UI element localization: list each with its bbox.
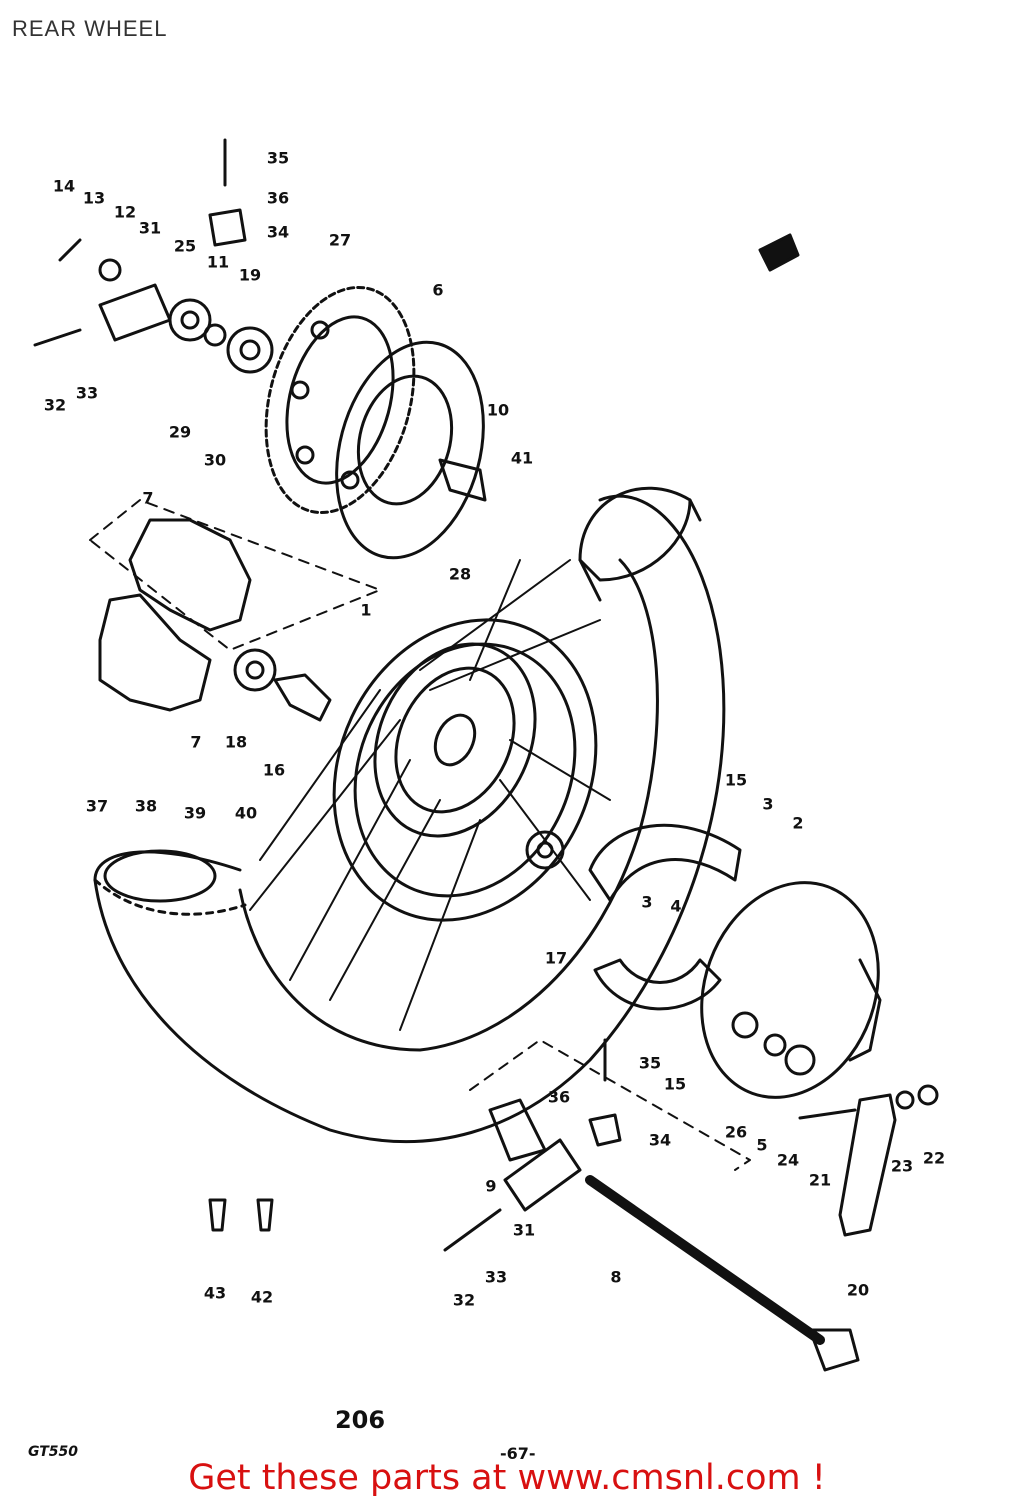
part-number-label: 32 [43,395,67,415]
part-number-label: 9 [485,1176,497,1196]
part-number-label: 21 [808,1170,832,1190]
part-number-label: 33 [75,383,99,403]
part-number-label: 35 [638,1053,662,1073]
brake-panel [700,881,882,1099]
part-number-label: 15 [663,1074,687,1094]
part-number-label: 7 [142,488,154,508]
model-code: GT550 [28,1444,79,1460]
part-number-label: 34 [648,1130,672,1150]
part-number-label: 42 [250,1287,274,1307]
part-number-label: 13 [82,188,106,208]
cta-link[interactable]: Get these parts at www.cmsnl.com ! [188,1458,826,1498]
part-number-label: 39 [183,803,207,823]
part-number-label: 23 [890,1156,914,1176]
part-number-label: 41 [510,448,534,468]
part-number-label: 26 [724,1122,748,1142]
part-number-label: 1 [360,600,372,620]
part-number-label: 34 [266,222,290,242]
part-number-label: 17 [544,948,568,968]
part-number-label: 43 [203,1283,227,1303]
part-number-label: 10 [486,400,510,420]
page-number: -67- [500,1444,536,1463]
axle [585,1175,860,1372]
top-bolts [33,138,247,347]
part-number-label: 22 [922,1148,946,1168]
part-number-label: 19 [238,265,262,285]
part-number-label: 24 [776,1150,800,1170]
rim [332,618,598,922]
part-number-label: 7 [190,732,202,752]
part-number-label: 4 [670,896,682,916]
part-number-label: 38 [134,796,158,816]
part-number-label: 25 [173,236,197,256]
part-number-label: 31 [138,218,162,238]
hub [373,642,537,838]
stray-mark [758,233,800,272]
diagram-number: 206 [334,1406,386,1434]
part-number-label: 6 [432,280,444,300]
part-number-label: 30 [203,450,227,470]
part-number-label: 18 [224,732,248,752]
part-number-label: 33 [484,1267,508,1287]
part-number-label: 37 [85,796,109,816]
tire [93,486,726,1144]
part-number-label: 40 [234,803,258,823]
part-number-label: 35 [266,148,290,168]
part-number-label: 32 [452,1290,476,1310]
part-number-label: 27 [328,230,352,250]
part-number-label: 15 [724,770,748,790]
part-number-label: 36 [266,188,290,208]
part-number-label: 36 [547,1087,571,1107]
part-number-label: 20 [846,1280,870,1300]
part-number-label: 2 [792,813,804,833]
part-number-label: 3 [762,794,774,814]
part-number-label: 11 [206,252,230,272]
part-number-label: 29 [168,422,192,442]
bearings [98,258,565,870]
part-number-label: 8 [610,1267,622,1287]
part-number-label: 16 [262,760,286,780]
part-number-label: 31 [512,1220,536,1240]
sprocket-drum [335,340,487,560]
part-number-label: 12 [113,202,137,222]
cush-drive-dampers [89,499,381,712]
chain-adjuster-lower [443,1038,751,1252]
cta-banner: Get these parts at www.cmsnl.com ! [0,1458,1014,1498]
part-number-label: 5 [756,1135,768,1155]
part-number-label: 3 [641,892,653,912]
diagram-title: REAR WHEEL [12,16,168,41]
valve-caps [208,1198,274,1232]
brake-arm [798,1084,939,1237]
spokes [249,559,611,1031]
part-number-label: 14 [52,176,76,196]
sprocket [264,285,416,515]
brake-shoes [588,823,742,1011]
part-number-label: 28 [448,564,472,584]
